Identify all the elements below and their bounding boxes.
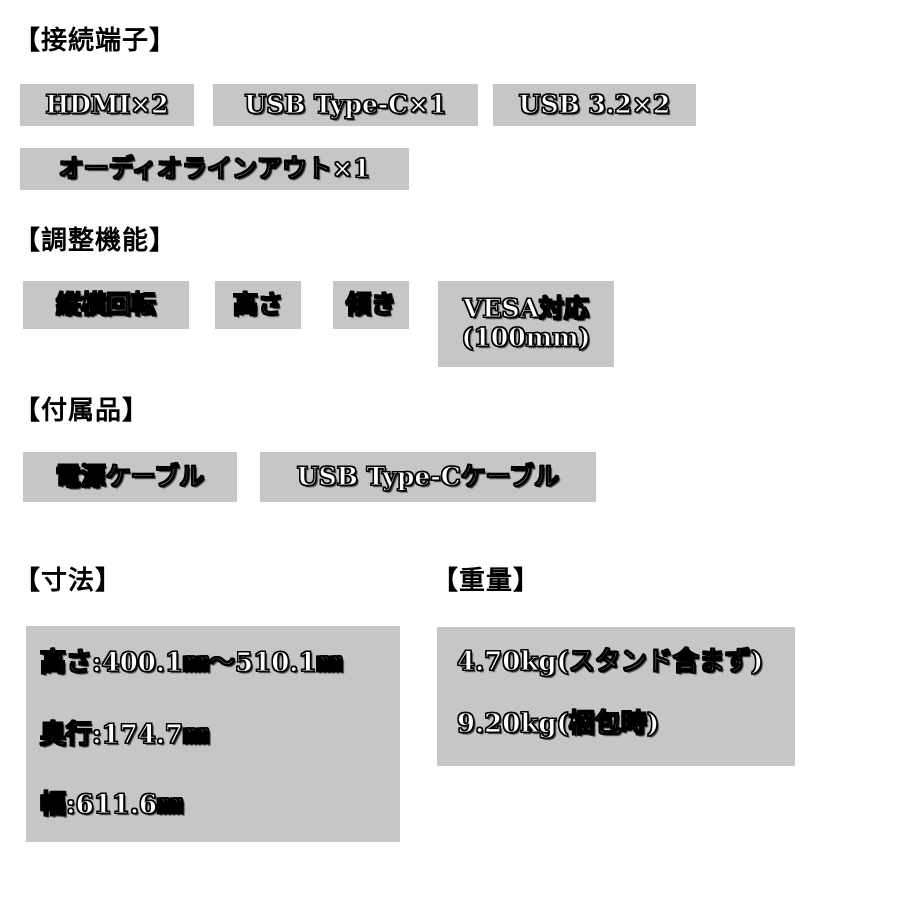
connector-chip-usb-3-2: USB 3.2×2 bbox=[493, 84, 696, 126]
vesa-line-2: (100mm) bbox=[461, 323, 591, 352]
dimension-width: 幅:611.6㎜ bbox=[39, 790, 184, 820]
adjustment-chip-height: 高さ bbox=[215, 281, 301, 329]
connectors-heading: 【接続端子】 bbox=[14, 26, 177, 56]
weight-packed: 9.20kg(梱包時) bbox=[456, 709, 660, 739]
dimensions-box: 高さ:400.1㎜～510.1㎜ 奥行:174.7㎜ 幅:611.6㎜ bbox=[26, 626, 400, 842]
connector-chip-hdmi: HDMI×2 bbox=[20, 84, 194, 126]
adjustment-heading: 【調整機能】 bbox=[14, 226, 177, 256]
weight-heading: 【重量】 bbox=[432, 566, 541, 596]
accessory-chip-power-cable: 電源ケーブル bbox=[23, 452, 237, 502]
adjustment-chip-rotation: 縦横回転 bbox=[23, 281, 189, 329]
vesa-line-1: VESA対応 bbox=[463, 294, 590, 324]
weight-without-stand: 4.70kg(スタンド含まず) bbox=[456, 647, 764, 677]
connector-chip-audio-line-out: オーディオラインアウト×1 bbox=[20, 148, 409, 190]
accessory-chip-usb-c-cable: USB Type-Cケーブル bbox=[260, 452, 596, 502]
connector-chip-usb-type-c: USB Type-C×1 bbox=[213, 84, 478, 126]
weight-box: 4.70kg(スタンド含まず) 9.20kg(梱包時) bbox=[437, 627, 795, 766]
adjustment-chip-tilt: 傾き bbox=[333, 281, 409, 329]
adjustment-chip-vesa: VESA対応 (100mm) bbox=[438, 281, 614, 367]
dimension-depth: 奥行:174.7㎜ bbox=[39, 720, 210, 750]
dimension-height: 高さ:400.1㎜～510.1㎜ bbox=[39, 648, 343, 678]
dimensions-heading: 【寸法】 bbox=[14, 566, 123, 596]
accessories-heading: 【付属品】 bbox=[14, 396, 150, 426]
